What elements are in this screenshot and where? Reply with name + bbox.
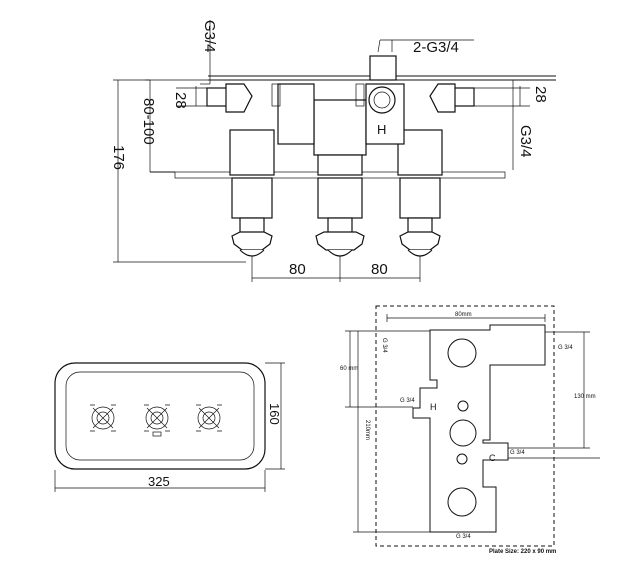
port-circle-top (447, 338, 477, 368)
dim-210mm: 210mm (364, 420, 370, 440)
dim-28-left: 28 (172, 92, 189, 109)
valve-body-left (229, 129, 275, 235)
handle-center (315, 231, 365, 257)
cross-handle-1 (90, 404, 116, 432)
dim-325: 325 (148, 474, 170, 489)
cross-handle-3 (196, 404, 222, 432)
side-elevation: H G3/4 28 80-100 176 (110, 20, 556, 282)
port-circle-middle (449, 419, 477, 447)
dim-g34-left: G3/4 (201, 20, 218, 53)
dim-60mm: 60 mm (340, 366, 358, 372)
dim-80-100: 80-100 (140, 98, 157, 145)
valve-body-center (313, 99, 367, 235)
dim-80mm: 80mm (455, 312, 472, 318)
label-g34-top: G 3/4 (381, 338, 387, 353)
label-c: C (489, 453, 496, 463)
handle-left (231, 231, 273, 257)
dim-130mm: 130 mm (574, 394, 596, 400)
valve-body-right (397, 129, 443, 235)
dim-176: 176 (110, 145, 127, 170)
handle-right (399, 231, 441, 257)
port-circle-bottom (447, 487, 477, 517)
label-g34-bottom: G 3/4 (456, 534, 471, 540)
dim-28-right: 28 (532, 86, 549, 103)
label-h: H (430, 402, 437, 412)
label-g34-h: G 3/4 (400, 398, 415, 404)
dim-g34-right: G3/4 (517, 125, 534, 158)
manifold: H (271, 55, 405, 145)
right-inlet (429, 83, 475, 113)
plate-size-note: Plate Size: 220 x 90 mm (489, 549, 556, 555)
plate-template: 80mm 60 mm 210mm 130 mm G 3/4 G 3/4 G 3/… (340, 305, 600, 555)
label-g34-c: G 3/4 (510, 450, 525, 456)
port-circle-small-1 (457, 400, 469, 412)
hot-mark: H (377, 122, 386, 137)
cross-handle-2 (144, 404, 170, 437)
dim-160: 160 (267, 403, 282, 425)
left-inlet (206, 83, 253, 113)
dim-2g34: 2-G3/4 (413, 39, 459, 56)
label-g34-topright: G 3/4 (558, 345, 573, 351)
dim-80-a: 80 (289, 261, 306, 278)
dim-80-b: 80 (371, 261, 388, 278)
port-circle-small-2 (456, 453, 468, 465)
front-view: 325 160 (54, 362, 285, 492)
